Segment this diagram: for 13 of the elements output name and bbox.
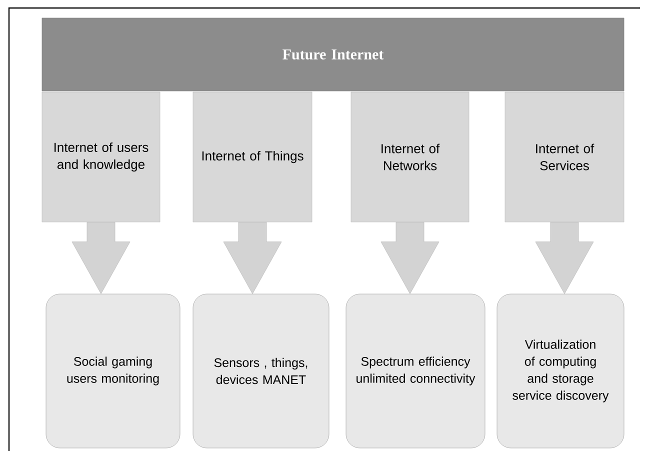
block-arrow bbox=[72, 222, 130, 294]
result-box: Sensors , things, devices MANET bbox=[192, 294, 330, 448]
category-box: Internet of Services bbox=[504, 92, 624, 222]
block-arrow bbox=[380, 222, 440, 294]
category-box: Internet of users and knowledge bbox=[42, 92, 160, 222]
title-banner: Future Internet bbox=[42, 18, 624, 92]
category-box: Internet of Things bbox=[192, 92, 312, 222]
result-box: Spectrum efficiency unlimited connectivity bbox=[346, 294, 486, 448]
block-arrow bbox=[535, 222, 594, 294]
category-box: Internet of Networks bbox=[350, 92, 470, 222]
block-arrow bbox=[223, 222, 282, 294]
result-box: Virtualization of computing and storage service discovery bbox=[496, 294, 624, 448]
result-box: Social gaming users monitoring bbox=[46, 294, 180, 448]
